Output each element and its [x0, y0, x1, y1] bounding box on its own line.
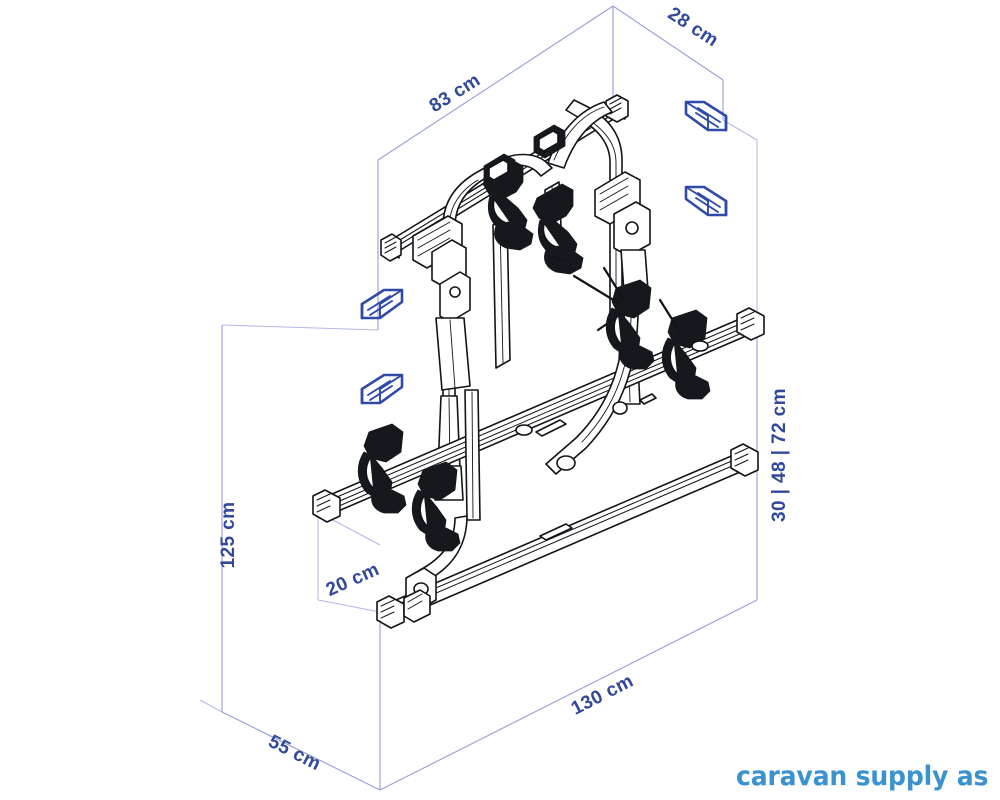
wheel-clamp-lower-right-b — [658, 298, 711, 400]
right-mid-mount-bracket — [594, 171, 651, 293]
bounding-box-outline — [199, 5, 758, 791]
rail-profile-right-upper — [684, 100, 728, 132]
lower-carrier-rail-lower — [376, 443, 759, 629]
dimension-label-height-right: 30 | 48 | 72 cm — [769, 388, 790, 522]
wheel-clamp-lower-right-a — [572, 266, 655, 370]
rail-detail-tabs — [515, 340, 709, 541]
lower-left-foot — [403, 589, 431, 623]
frame-clamp-upper-right — [532, 183, 584, 275]
wheel-clamp-lower-left-b — [411, 461, 461, 552]
rail-clamp-heads-upper — [483, 124, 566, 188]
dimension-label-height-left: 125 cm — [218, 502, 239, 569]
brand-logo: caravan supply as — [735, 761, 988, 792]
wheel-clamp-lower-left-a — [357, 423, 407, 514]
left-lower-mount-bracket — [412, 215, 471, 391]
rail-profile-left-lower — [360, 373, 404, 405]
rail-profile-left-upper — [360, 288, 404, 320]
rail-profile-right-lower — [684, 185, 728, 217]
